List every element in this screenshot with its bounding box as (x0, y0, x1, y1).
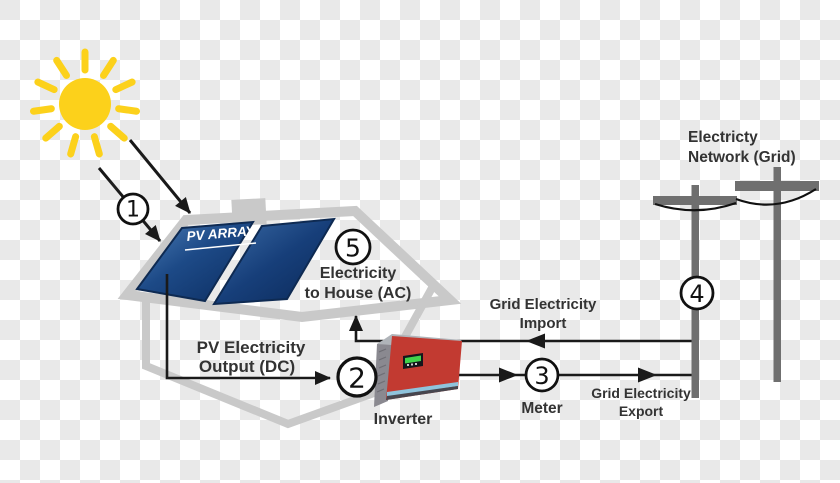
sun (30, 48, 140, 158)
inverter-front (386, 336, 462, 400)
sun-core (59, 78, 111, 130)
sun-ray (112, 78, 136, 94)
export-arrowhead-2 (638, 367, 657, 383)
sun-ray (90, 133, 103, 158)
step-3-number: 3 (534, 362, 549, 390)
inverter-button (415, 363, 417, 365)
to-house-label-line2: to House (AC) (305, 285, 412, 302)
inverter-blue-stripe (387, 382, 458, 397)
inverter-button (411, 363, 413, 366)
electricity-network (653, 167, 819, 398)
step-1-marker: 1 (116, 192, 150, 226)
step-2-circle (336, 356, 378, 398)
pv-output-label-line2: Output (DC) (199, 357, 295, 376)
dc-output-line (165, 274, 331, 385)
step-4-circle (679, 275, 715, 311)
step-1-circle (116, 192, 150, 226)
step-3-circle (524, 357, 560, 393)
crossarm-right (735, 181, 819, 191)
step-4-number: 4 (689, 280, 704, 308)
step-4-marker: 4 (679, 275, 715, 311)
meter-label: Meter (521, 400, 562, 417)
sun-ray (100, 56, 117, 79)
grid-import-label-line1: Grid Electricity (490, 296, 597, 313)
crossarm-left (653, 196, 737, 205)
network-label-line2: Network (Grid) (688, 149, 796, 166)
sun-ray (30, 105, 55, 115)
step-5-number: 5 (345, 234, 361, 263)
sun-ray (115, 105, 140, 115)
pv-output-label-line1: PV Electricity (197, 338, 306, 357)
import-arrowhead (526, 333, 545, 349)
sun-ray (53, 56, 70, 79)
inverter-base-strip (386, 386, 458, 400)
pv-array-label: PV ARRAY (186, 223, 257, 244)
grid-export-label-line2: Export (619, 403, 664, 419)
sun-ray (67, 133, 80, 158)
power-wire-left (654, 201, 737, 212)
pv-panel-frame-line (184, 242, 257, 251)
inverter-label: Inverter (374, 411, 433, 428)
sunlight-arrow-upper (128, 139, 192, 214)
grid-import-label-line2: Import (520, 315, 567, 332)
inverter-button (407, 364, 409, 366)
sun-ray (34, 78, 58, 94)
step-2-number: 2 (348, 362, 366, 395)
step-5-marker: 5 (334, 228, 372, 266)
utility-pole-right (773, 167, 781, 382)
inverter (374, 334, 462, 407)
pv-panel-2 (212, 217, 336, 306)
power-wire-right (735, 188, 817, 206)
step-2-marker: 2 (336, 356, 378, 398)
inverter-screen (405, 355, 421, 364)
sun-rays (30, 48, 140, 158)
sun-ray (107, 122, 128, 142)
to-house-label-line1: Electricity (320, 265, 397, 282)
house-roof (117, 205, 462, 323)
inverter-vents (376, 348, 387, 393)
step-3-marker: 3 (524, 357, 560, 393)
network-label-line1: Electricty (688, 129, 758, 146)
sun-ray (42, 122, 63, 142)
export-arrowhead-1 (499, 367, 518, 383)
grid-export-label-line1: Grid Electricity (591, 385, 691, 401)
step-5-circle (334, 228, 372, 266)
step-1-number: 1 (126, 198, 140, 223)
